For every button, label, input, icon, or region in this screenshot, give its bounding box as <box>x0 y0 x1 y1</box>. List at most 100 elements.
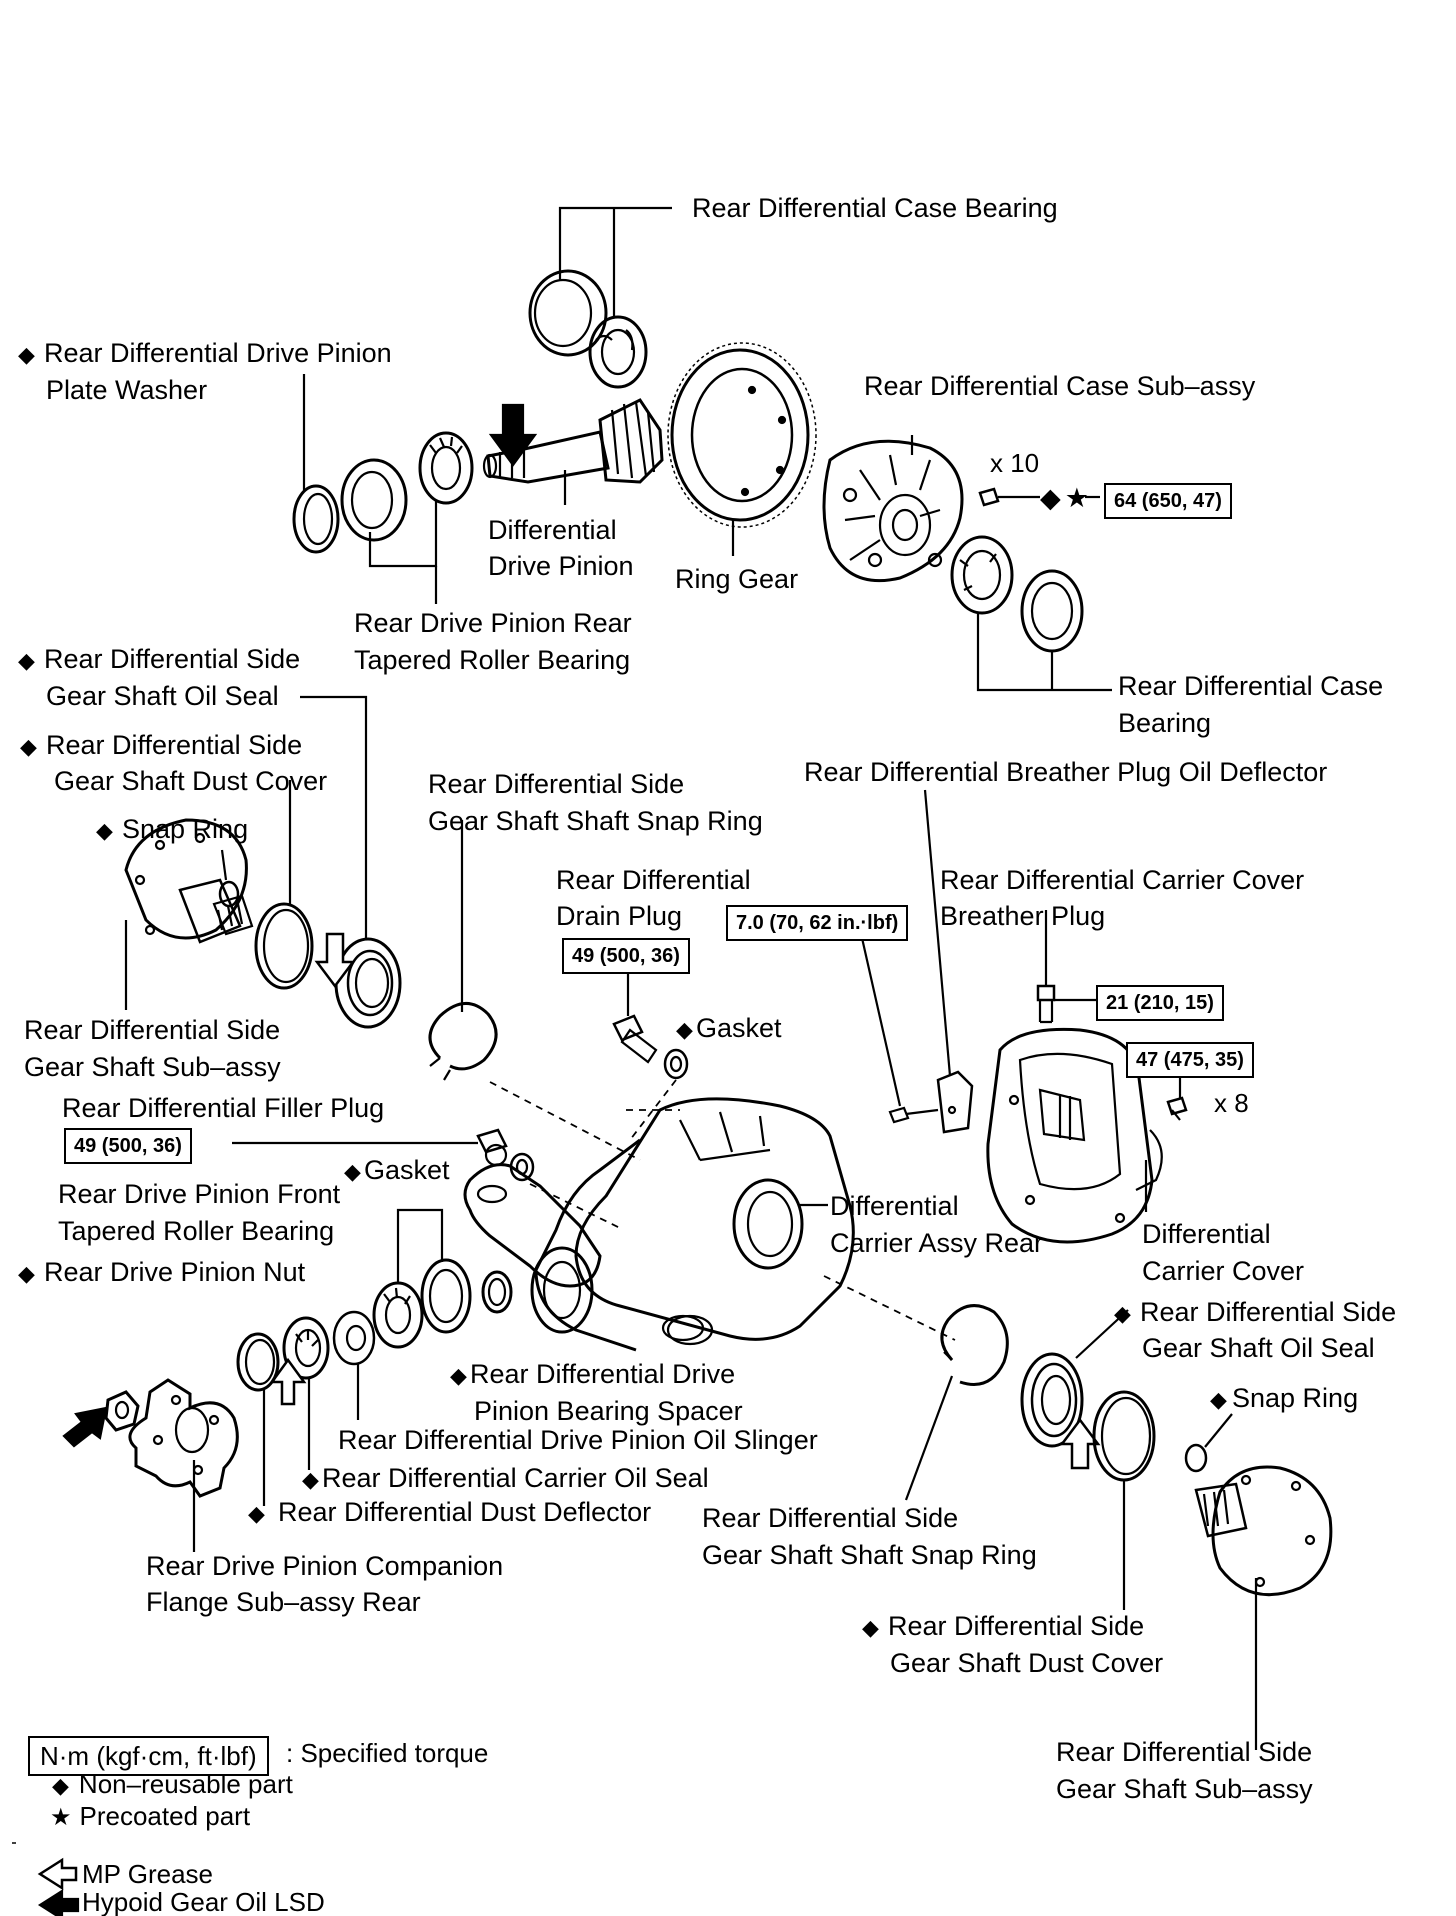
label-side-oil-seal-left-line1: Rear Differential Side <box>44 644 301 674</box>
label-drain-plug-line1: Rear Differential <box>556 865 751 895</box>
non-reusable-symbol: ◆ <box>1210 1387 1227 1412</box>
case-bearing-top-part <box>528 269 648 389</box>
label-front-bearing-line2: Tapered Roller Bearing <box>58 1216 335 1246</box>
leader-case-bearing-top <box>558 206 672 280</box>
label-side-dust-cover-left-line2: Gear Shaft Dust Cover <box>54 766 328 796</box>
label-bearing-spacer: ◆Rear Differential Drive <box>450 1356 735 1394</box>
precoated-symbol: ★ <box>50 1804 72 1831</box>
assembly-guide-lines <box>489 1079 956 1341</box>
label-side-snap-ring-top-line2: Gear Shaft Shaft Snap Ring <box>428 806 763 836</box>
hypoid-oil-arrow-top <box>488 403 538 467</box>
legend-hypoid-oil-arrow <box>37 1888 80 1916</box>
carrier-oil-seal-part <box>282 1316 330 1380</box>
non-reusable-symbol: ◆ <box>52 1773 69 1798</box>
mp-grease-arrow-right <box>1059 1417 1101 1470</box>
non-reusable-symbol: ◆ <box>96 818 113 843</box>
ring-gear-bolt-part <box>978 487 1016 507</box>
non-reusable-symbol: ◆ <box>18 342 35 367</box>
non-reusable-symbol: ◆ <box>18 648 35 673</box>
label-snap-ring-right: ◆Snap Ring <box>1210 1380 1358 1418</box>
label-gasket-filler: ◆Gasket <box>344 1152 450 1190</box>
non-reusable-symbol: ◆ <box>302 1467 319 1492</box>
leader-oil-seal-right <box>1075 1309 1129 1359</box>
torque-filler-plug: 49 (500, 36) <box>64 1128 192 1164</box>
label-drain-plug-line2: Drain Plug <box>556 901 683 931</box>
filler-gasket-part <box>509 1152 535 1182</box>
label-gasket-drain: ◆Gasket <box>676 1010 782 1048</box>
label-pinion-nut: ◆ Rear Drive Pinion Nut <box>18 1254 305 1292</box>
label-ring-gear: Ring Gear <box>675 564 799 594</box>
side-shaft-left-part <box>124 818 254 944</box>
label-side-dust-cover-right: ◆ Rear Differential Side <box>862 1608 1144 1646</box>
non-reusable-symbol: ◆ <box>862 1615 879 1640</box>
legend-torque-box: N·m (kgf·cm, ft·lbf) <box>28 1736 269 1776</box>
snap-ring-right-part <box>1184 1443 1208 1473</box>
label-carrier-cover-line1: Differential <box>1142 1219 1271 1249</box>
side-snap-ring-right-part <box>940 1304 1009 1386</box>
label-case-sub-assy: Rear Differential Case Sub–assy <box>864 371 1256 401</box>
leader-front-bearing <box>396 1208 444 1283</box>
torque-breather-plug: 21 (210, 15) <box>1096 985 1224 1021</box>
non-reusable-symbol: ◆ <box>248 1501 265 1526</box>
legend-precoated: ★ Precoated part <box>50 1800 250 1834</box>
label-oil-slinger: Rear Differential Drive Pinion Oil Sling… <box>338 1425 818 1455</box>
leader-breather-deflector <box>923 789 952 1077</box>
legend-precoated-text: Precoated part <box>79 1801 251 1831</box>
label-dust-deflector-text: Rear Differential Dust Deflector <box>278 1497 652 1527</box>
non-reusable-symbol: ◆ <box>1040 483 1061 513</box>
label-breather-plug-line2: Breather Plug <box>940 901 1106 931</box>
label-case-bearing-right-line2: Bearing <box>1118 708 1212 738</box>
label-side-snap-ring-top-line1: Rear Differential Side <box>428 769 685 799</box>
label-companion-flange-line1: Rear Drive Pinion Companion <box>146 1551 504 1581</box>
label-gasket-drain-text: Gasket <box>696 1013 782 1043</box>
carrier-assy-part <box>463 1097 855 1352</box>
carrier-cover-part <box>986 1027 1163 1244</box>
label-side-dust-cover-left: ◆Rear Differential Side <box>20 727 302 765</box>
label-front-bearing-line1: Rear Drive Pinion Front <box>58 1179 341 1209</box>
label-side-sub-assy-left-line1: Rear Differential Side <box>24 1015 281 1045</box>
non-reusable-symbol: ◆ <box>1114 1301 1131 1326</box>
leader-rear-bearing <box>368 500 438 568</box>
label-side-dust-cover-right-line1: Rear Differential Side <box>888 1611 1145 1641</box>
cover-bolt-count: x 8 <box>1214 1088 1249 1118</box>
filler-plug-part <box>476 1128 508 1167</box>
label-side-sub-assy-right-line1: Rear Differential Side <box>1056 1737 1313 1767</box>
label-snap-ring-right-text: Snap Ring <box>1232 1383 1359 1413</box>
oil-seal-right-part <box>1020 1352 1084 1448</box>
ring-gear-bolt-count: x 10 <box>990 448 1040 478</box>
legend-mp-grease: MP Grease <box>82 1859 214 1889</box>
plate-washer-part <box>292 484 340 554</box>
label-snap-ring-left-text: Snap Ring <box>122 814 249 844</box>
companion-flange-part <box>128 1378 239 1498</box>
non-reusable-symbol: ◆ <box>18 1261 35 1286</box>
label-side-dust-cover-right-line2: Gear Shaft Dust Cover <box>890 1648 1164 1678</box>
pinion-rear-bearing-part <box>418 431 474 505</box>
label-rear-bearing-line2: Tapered Roller Bearing <box>354 645 631 675</box>
label-breather-plug-line1: Rear Differential Carrier Cover <box>940 865 1305 895</box>
pinion-nut-part <box>104 1390 140 1432</box>
label-side-oil-seal-left: ◆ Rear Differential Side <box>18 641 300 679</box>
label-filler-plug: Rear Differential Filler Plug <box>62 1093 385 1123</box>
label-bearing-spacer-line1: Rear Differential Drive <box>470 1359 736 1389</box>
precoated-symbol: ★ <box>1064 483 1089 513</box>
legend-hypoid-oil: Hypoid Gear Oil LSD <box>82 1887 325 1916</box>
label-side-oil-seal-right-line2: Gear Shaft Oil Seal <box>1142 1333 1375 1363</box>
leader-case-bearing-right <box>976 612 1112 692</box>
label-pinion-plate-washer: ◆Rear Differential Drive Pinion <box>18 335 392 373</box>
label-bearing-spacer-line2: Pinion Bearing Spacer <box>474 1396 743 1426</box>
torque-drain-plug: 49 (500, 36) <box>562 938 690 974</box>
snap-ring-left-part <box>218 880 240 908</box>
label-pinion-nut-text: Rear Drive Pinion Nut <box>44 1257 306 1287</box>
label-snap-ring-left: ◆ Snap Ring <box>96 811 248 849</box>
label-case-bearing-top: Rear Differential Case Bearing <box>692 193 1058 223</box>
legend-non-reusable: ◆Non–reusable part <box>52 1768 293 1802</box>
leader-side-snap-ring-bottom <box>904 1375 954 1501</box>
label-carrier-assy-line1: Differential <box>830 1191 959 1221</box>
label-side-sub-assy-left-line2: Gear Shaft Sub–assy <box>24 1052 281 1082</box>
label-carrier-cover-line2: Carrier Cover <box>1142 1256 1305 1286</box>
case-bearing-right-part <box>950 535 1084 653</box>
label-side-oil-seal-right-line1: Rear Differential Side <box>1140 1297 1397 1327</box>
label-breather-oil-deflector: Rear Differential Breather Plug Oil Defl… <box>804 757 1328 787</box>
